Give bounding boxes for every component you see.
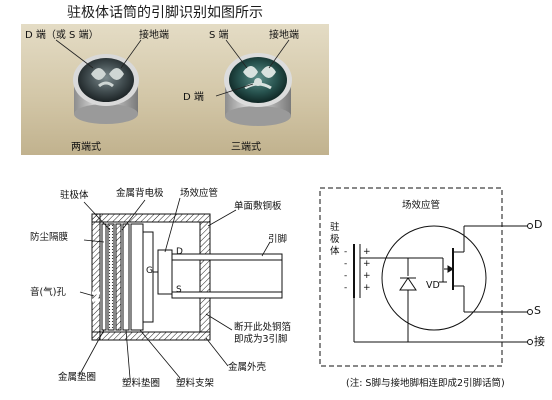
left-pin-label: D 端（或 S 端） (25, 30, 99, 41)
electret-plus-marks: + + + + - - - - (344, 247, 371, 293)
label-sound-hole: 音(气)孔 (30, 287, 66, 298)
label-electret: 驻极体 (60, 190, 89, 201)
right-d-label: D 端 (183, 92, 204, 103)
schematic-electret-1: 驻 (330, 222, 340, 233)
structure-leader-lines (79, 197, 271, 379)
label-pcb: 单面敷铜板 (234, 201, 282, 212)
label-metal-washer: 金属垫圈 (58, 372, 97, 383)
svg-text:-: - (344, 259, 347, 269)
label-dust-membrane: 防尘隔膜 (30, 232, 69, 243)
terminal-ground-label: 接 (534, 335, 545, 348)
terminal-d-label: D (534, 218, 543, 231)
page-title: 驻极体话筒的引脚识别如图所示 (67, 5, 263, 21)
two-terminal-mic (73, 54, 139, 124)
shell-top (91, 213, 211, 223)
label-metal-shell: 金属外壳 (228, 362, 267, 373)
schematic-fet-label: 场效应管 (402, 200, 441, 211)
right-ground-label: 接地端 (269, 30, 299, 41)
svg-text:-: - (344, 283, 347, 293)
label-source: S (176, 285, 182, 295)
label-drain: D (176, 247, 183, 257)
svg-text:+: + (363, 259, 371, 269)
shell-front (91, 213, 101, 341)
right-caption: 三端式 (231, 142, 261, 153)
structure-diagram (79, 197, 283, 379)
label-fet: 场效应管 (180, 188, 219, 199)
label-pins: 引脚 (268, 234, 288, 245)
label-metal-back-electrode: 金属背电极 (116, 188, 164, 199)
svg-text:-: - (344, 247, 347, 257)
svg-text:+: + (363, 271, 371, 281)
svg-text:+: + (363, 247, 371, 257)
label-cut-note-2: 即成为3引脚 (234, 334, 288, 345)
left-ground-label: 接地端 (139, 30, 169, 41)
svg-text:-: - (344, 271, 347, 281)
schematic-electret-2: 极 (330, 234, 340, 245)
three-terminal-mic (224, 53, 292, 126)
right-s-label: S 端 (209, 30, 229, 41)
label-gate: G (146, 266, 153, 276)
shell-bottom (91, 331, 211, 341)
terminal-s-label: S (534, 304, 541, 317)
fet-circle (381, 225, 487, 331)
left-caption: 两端式 (71, 142, 101, 153)
label-plastic-support: 塑料支架 (176, 378, 215, 389)
photo-leader-lines (55, 39, 290, 97)
schematic-note: (注: S脚与接地脚相连即成2引脚话筒) (346, 378, 505, 389)
schematic-vd-label: VD (426, 280, 440, 291)
microphone-photo: D 端（或 S 端） 接地端 两端式 S 端 接地端 D 端 三端式 (21, 24, 329, 155)
schematic-electret-3: 体 (330, 246, 340, 257)
label-plastic-washer: 塑料垫圈 (122, 378, 161, 389)
svg-text:+: + (363, 283, 371, 293)
label-cut-note-1: 断开此处铜箔 (234, 322, 292, 333)
schematic-enclosure (319, 187, 503, 367)
microphone-photo-drawing (55, 39, 292, 126)
schematic-diagram: + + + + - - - - (319, 187, 533, 367)
